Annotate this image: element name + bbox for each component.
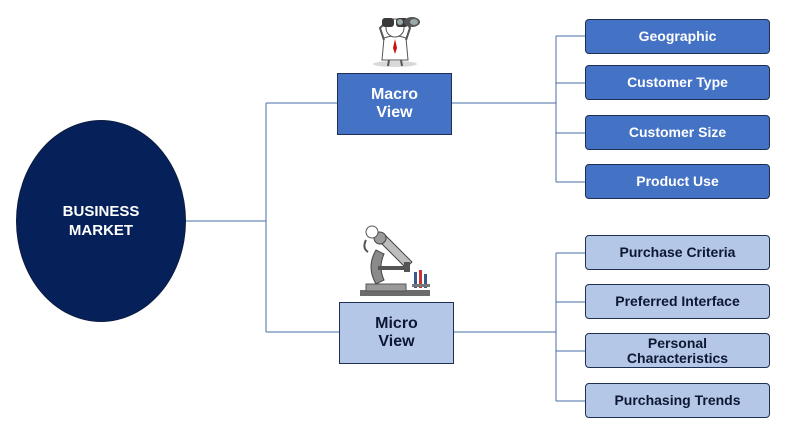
micro-label-line2: View: [378, 333, 415, 350]
micro-item-purchase-criteria: Purchase Criteria: [585, 235, 770, 270]
macro-item-geographic: Geographic: [585, 19, 770, 54]
business-market-node: BUSINESS MARKET: [16, 120, 186, 322]
microscope-icon: [360, 225, 430, 296]
micro-view-node: Micro View: [339, 302, 454, 364]
macro-item-customer-type: Customer Type: [585, 65, 770, 100]
micro-item-preferred-interface: Preferred Interface: [585, 284, 770, 319]
macro-view-node: Macro View: [337, 73, 452, 135]
micro-label-line1: Micro: [375, 315, 418, 332]
micro-item-personal-characteristics: Personal Characteristics: [585, 333, 770, 368]
macro-label-line1: Macro: [370, 86, 419, 103]
macro-label-line2: View: [376, 104, 413, 121]
root-label-line2: MARKET: [68, 222, 134, 239]
micro-item-purchasing-trends: Purchasing Trends: [585, 383, 770, 418]
macro-item-product-use: Product Use: [585, 164, 770, 199]
binoculars-person-icon: [373, 17, 420, 67]
root-label-line1: BUSINESS: [62, 203, 140, 220]
micro-item-personal-characteristics-label: Personal Characteristics: [626, 334, 729, 366]
macro-item-customer-size: Customer Size: [585, 115, 770, 150]
